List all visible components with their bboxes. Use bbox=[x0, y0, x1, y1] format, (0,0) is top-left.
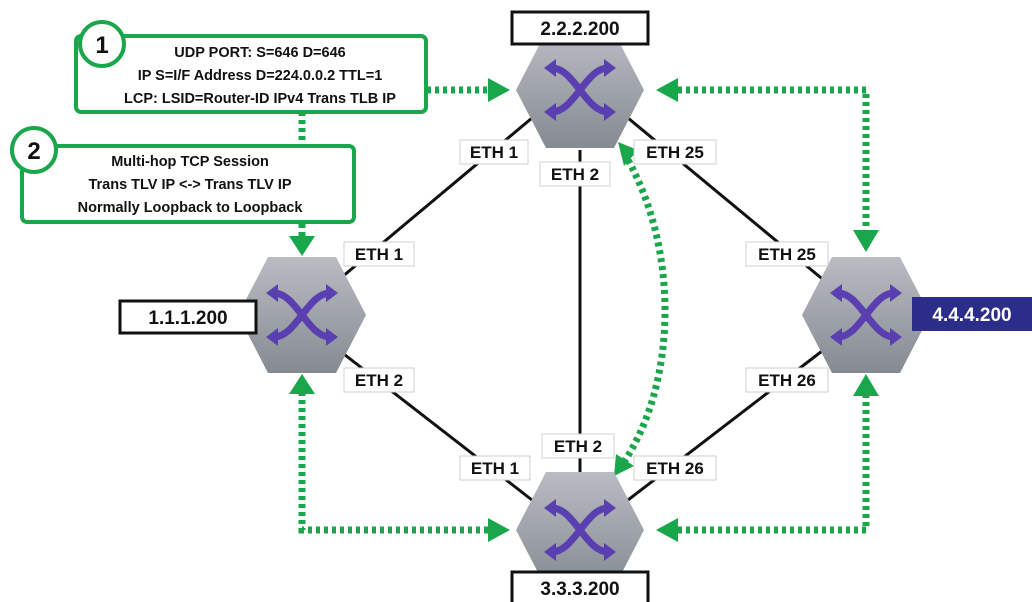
path-r3-r4 bbox=[678, 396, 870, 534]
path-r2-r4 bbox=[678, 86, 870, 230]
router-r1[interactable] bbox=[238, 257, 366, 373]
callout-2-line-2: Trans TLV IP <-> Trans TLV IP bbox=[88, 177, 291, 193]
router-r2[interactable] bbox=[516, 32, 644, 148]
iface-r3-eth1: ETH 1 bbox=[459, 455, 531, 481]
router-r4[interactable] bbox=[802, 257, 930, 373]
iface-r1-eth1: ETH 1 bbox=[343, 241, 415, 267]
arrowhead-icon bbox=[656, 518, 678, 542]
router-r3[interactable] bbox=[516, 472, 644, 588]
router-label-r2-text: 2.2.2.200 bbox=[540, 19, 619, 40]
path-r1-r3 bbox=[298, 392, 488, 534]
iface-r3-eth1-text: ETH 1 bbox=[471, 459, 519, 478]
callout-1-number: 1 bbox=[95, 32, 108, 59]
callout-2-line-3: Normally Loopback to Loopback bbox=[78, 200, 304, 216]
arrowhead-icon bbox=[618, 142, 638, 166]
iface-r3-eth2-text: ETH 2 bbox=[554, 437, 602, 456]
interface-labels: ETH 1 ETH 2 ETH 25 ETH 1 ETH 2 ETH 25 ET… bbox=[343, 139, 829, 481]
iface-r4-eth25-text: ETH 25 bbox=[758, 245, 816, 264]
router-label-r4: 4.4.4.200 bbox=[912, 297, 1032, 331]
arrowhead-icon bbox=[614, 454, 634, 476]
iface-r1-eth2-text: ETH 2 bbox=[355, 371, 403, 390]
iface-r2-eth1-text: ETH 1 bbox=[470, 143, 518, 162]
callout-1-line-1: UDP PORT: S=646 D=646 bbox=[174, 45, 345, 61]
arrowhead-icon bbox=[853, 230, 879, 252]
arrowhead-icon bbox=[853, 374, 879, 396]
callout-1-badge bbox=[78, 20, 126, 68]
router-label-r1-text: 1.1.1.200 bbox=[148, 308, 227, 329]
router-label-r4-text: 4.4.4.200 bbox=[932, 305, 1011, 326]
router-label-r2: 2.2.2.200 bbox=[510, 10, 650, 46]
iface-r1-eth2: ETH 2 bbox=[343, 367, 415, 393]
callout-1: 1 UDP PORT: S=646 D=646 IP S=I/F Address… bbox=[74, 20, 428, 114]
callout-2: 2 Multi-hop TCP Session Trans TLV IP <->… bbox=[10, 126, 356, 224]
iface-r2-eth2: ETH 2 bbox=[539, 161, 611, 187]
callout-1-line-3: LCP: LSID=Router-ID IPv4 Trans TLB IP bbox=[124, 91, 396, 107]
arrowhead-icon bbox=[289, 236, 315, 256]
iface-r3-eth26: ETH 26 bbox=[633, 455, 717, 481]
iface-r2-eth1: ETH 1 bbox=[459, 139, 529, 165]
iface-r4-eth26-text: ETH 26 bbox=[758, 371, 816, 390]
iface-r2-eth2-text: ETH 2 bbox=[551, 165, 599, 184]
callout-1-line-2: IP S=I/F Address D=224.0.0.2 TTL=1 bbox=[138, 68, 383, 84]
iface-r4-eth26: ETH 26 bbox=[745, 367, 829, 393]
path-r2-r3-curve bbox=[621, 158, 669, 464]
router-label-r1: 1.1.1.200 bbox=[118, 299, 258, 335]
iface-r3-eth2: ETH 2 bbox=[541, 433, 615, 459]
green-dotted-paths bbox=[298, 86, 870, 534]
arrowhead-icon bbox=[488, 78, 510, 102]
arrowhead-icon bbox=[488, 518, 510, 542]
iface-r3-eth26-text: ETH 26 bbox=[646, 459, 704, 478]
iface-r1-eth1-text: ETH 1 bbox=[355, 245, 403, 264]
callout-2-line-1: Multi-hop TCP Session bbox=[111, 154, 269, 170]
arrowhead-icon bbox=[656, 78, 678, 102]
iface-r2-eth25: ETH 25 bbox=[633, 139, 717, 165]
iface-r4-eth25: ETH 25 bbox=[745, 241, 829, 267]
callout-2-number: 2 bbox=[27, 138, 40, 165]
router-label-r3: 3.3.3.200 bbox=[510, 570, 650, 602]
router-label-r3-text: 3.3.3.200 bbox=[540, 579, 619, 600]
arrowhead-icon bbox=[289, 374, 315, 394]
green-arrowheads bbox=[289, 78, 879, 542]
callout-2-badge bbox=[10, 126, 58, 174]
iface-r2-eth25-text: ETH 25 bbox=[646, 143, 704, 162]
